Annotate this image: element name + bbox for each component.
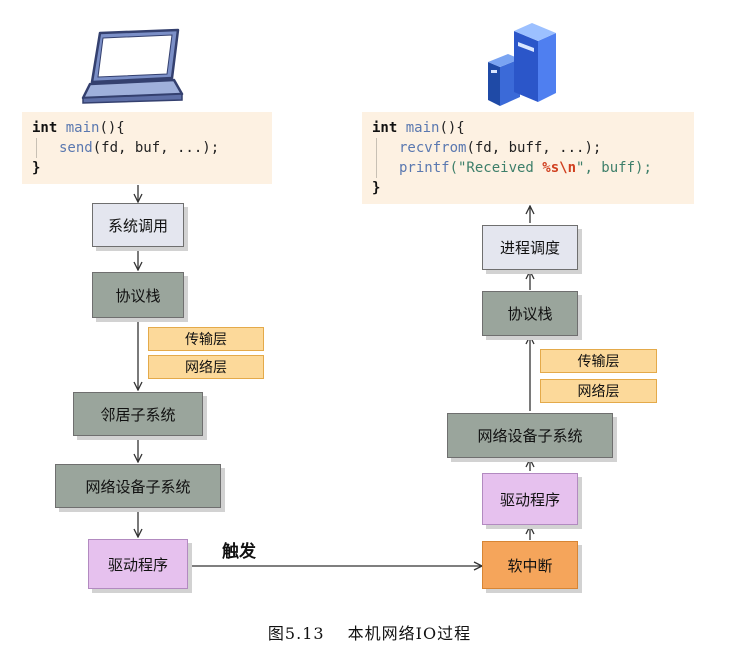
trigger-label: 触发 (222, 542, 256, 562)
code-text: (fd, buf, ...); (92, 140, 220, 156)
indent-guide (376, 158, 399, 178)
code-string: ", buff); (576, 160, 652, 176)
code-line: } (372, 178, 694, 198)
figure-caption: 图5.13 本机网络IO过程 (267, 624, 472, 643)
indent-guide (36, 138, 59, 158)
code-text: (){ (439, 120, 465, 136)
left-arrows (138, 185, 482, 566)
code-keyword: int (32, 120, 58, 136)
code-string: ("Received (449, 160, 543, 176)
server-step-net-device-subsystem: 网络设备子系统 (447, 413, 613, 458)
server-code-block: int main(){ recvfrom(fd, buff, ...); pri… (362, 112, 694, 204)
code-line: send(fd, buf, ...); (32, 138, 272, 158)
code-line: } (32, 158, 272, 178)
indent-guide (376, 138, 399, 158)
code-function: main (65, 120, 100, 136)
code-line: printf("Received %s\n", buff); (372, 158, 694, 178)
code-keyword: int (372, 120, 398, 136)
code-function: main (405, 120, 440, 136)
code-line: int main(){ (372, 118, 694, 138)
client-step-driver: 驱动程序 (88, 539, 188, 589)
client-step-neighbor-subsystem: 邻居子系统 (73, 392, 203, 436)
server-step-protocol-stack: 协议栈 (482, 291, 578, 336)
code-text: (fd, buff, ...); (466, 140, 602, 156)
code-function: send (59, 140, 93, 156)
server-tag-network-layer: 网络层 (540, 379, 657, 403)
code-text: } (32, 160, 41, 176)
server-step-driver: 驱动程序 (482, 473, 578, 525)
client-code-block: int main(){ send(fd, buf, ...); } (22, 112, 272, 184)
client-tag-network-layer: 网络层 (148, 355, 264, 379)
server-step-process-scheduling: 进程调度 (482, 225, 578, 270)
server-step-softirq: 软中断 (482, 541, 578, 589)
code-text: (){ (99, 120, 125, 136)
code-function: printf (399, 160, 450, 176)
server-icon (488, 23, 556, 106)
client-step-net-device-subsystem: 网络设备子系统 (55, 464, 221, 508)
code-format-specifier: %s\n (542, 160, 577, 176)
server-tag-transport-layer: 传输层 (540, 349, 657, 373)
code-text: } (372, 180, 381, 196)
client-step-syscall: 系统调用 (92, 203, 184, 247)
code-function: recvfrom (399, 140, 467, 156)
code-line: int main(){ (32, 118, 272, 138)
client-tag-transport-layer: 传输层 (148, 327, 264, 351)
laptop-icon (81, 28, 184, 104)
code-line: recvfrom(fd, buff, ...); (372, 138, 694, 158)
client-step-protocol-stack: 协议栈 (92, 272, 184, 318)
